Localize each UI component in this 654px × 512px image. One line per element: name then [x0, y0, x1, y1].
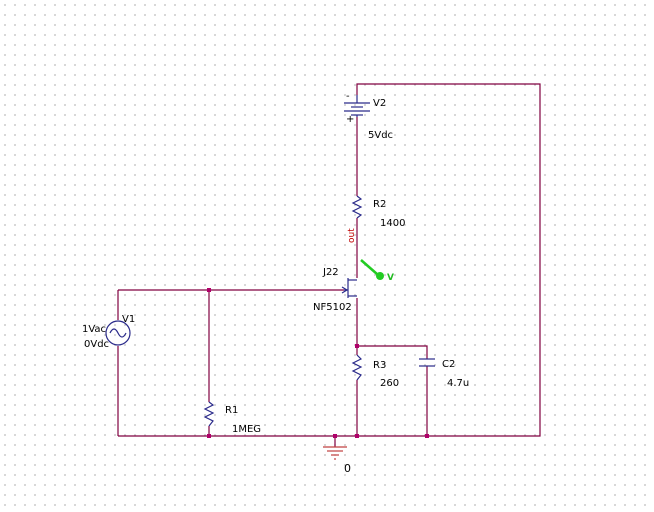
- v1-value-ac: 1Vac: [82, 324, 106, 335]
- svg-text:-: -: [346, 91, 350, 102]
- v1-ac-source-icon[interactable]: [105, 320, 131, 346]
- r1-value: 1MEG: [232, 424, 261, 435]
- r3-resistor-icon[interactable]: [351, 354, 363, 381]
- junction-dot: [207, 288, 211, 292]
- svg-text:V: V: [387, 273, 394, 283]
- wire-c2-top[interactable]: [357, 345, 428, 359]
- j22-value: NF5102: [313, 302, 352, 313]
- junction-dot: [425, 434, 429, 438]
- v2-battery-icon[interactable]: - +: [344, 91, 370, 125]
- v2-name: V2: [373, 98, 386, 109]
- net-label-out: out: [347, 228, 357, 243]
- r1-name: R1: [225, 405, 238, 416]
- v1-name: V1: [122, 314, 135, 325]
- ground-icon[interactable]: [323, 446, 347, 460]
- r2-name: R2: [373, 199, 386, 210]
- r3-name: R3: [373, 360, 386, 371]
- j22-name: J22: [322, 267, 339, 278]
- v1-value-dc: 0Vdc: [84, 339, 109, 350]
- wire-top-loop[interactable]: [356, 83, 541, 437]
- junction-dot: [207, 434, 211, 438]
- r2-resistor-icon[interactable]: [351, 195, 363, 219]
- r2-value: 1400: [380, 218, 405, 229]
- c2-value: 4.7u: [447, 378, 469, 389]
- junction-dot: [333, 434, 337, 438]
- junction-dot: [355, 434, 359, 438]
- v2-value: 5Vdc: [368, 130, 393, 141]
- c2-name: C2: [442, 359, 455, 370]
- r3-value: 260: [380, 378, 399, 389]
- r1-resistor-icon[interactable]: [203, 401, 215, 427]
- ground-label: 0: [344, 462, 351, 475]
- svg-text:+: +: [346, 114, 354, 125]
- wires: [117, 83, 541, 447]
- j22-jfet-icon[interactable]: [341, 278, 357, 298]
- junctions: [207, 288, 429, 438]
- voltage-probe-icon[interactable]: V: [360, 259, 394, 283]
- junction-dot: [355, 344, 359, 348]
- c2-capacitor-icon[interactable]: [419, 358, 435, 367]
